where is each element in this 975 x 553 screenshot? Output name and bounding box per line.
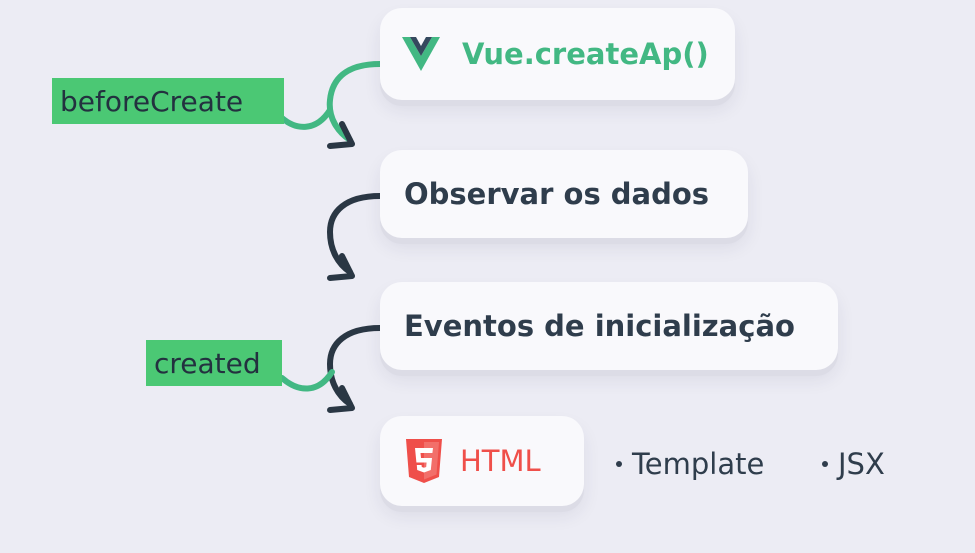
hook-before-create: beforeCreate — [52, 78, 284, 124]
hook-connector-before-create — [279, 107, 333, 130]
step-create-app-label: Vue.createAp() — [462, 37, 709, 71]
step-init-events-label: Eventos de inicialização — [404, 309, 795, 343]
vue-logo-icon — [402, 37, 440, 71]
bullet-dot — [616, 461, 622, 467]
step-html: HTML — [380, 416, 584, 506]
render-option-template-label: Template — [632, 447, 765, 481]
step-init-events: Eventos de inicialização — [380, 282, 838, 370]
html5-logo-icon — [406, 439, 442, 483]
render-option-template: Template — [616, 444, 764, 484]
arrow-head-2 — [327, 253, 355, 281]
arrow-create-to-observe — [326, 61, 383, 143]
arrow-head-1 — [327, 121, 355, 149]
render-option-jsx-label: JSX — [838, 447, 885, 481]
arrow-head-3 — [327, 385, 355, 413]
hook-created: created — [146, 340, 282, 386]
step-create-app: Vue.createAp() — [380, 8, 735, 100]
arrow-events-to-html — [326, 325, 383, 407]
hook-connector-created — [279, 369, 335, 392]
step-observe-data-label: Observar os dados — [404, 177, 710, 211]
render-option-jsx: JSX — [822, 444, 885, 484]
step-html-label: HTML — [460, 444, 541, 478]
arrow-observe-to-events — [326, 193, 383, 275]
bullet-dot — [822, 461, 828, 467]
step-observe-data: Observar os dados — [380, 150, 748, 238]
